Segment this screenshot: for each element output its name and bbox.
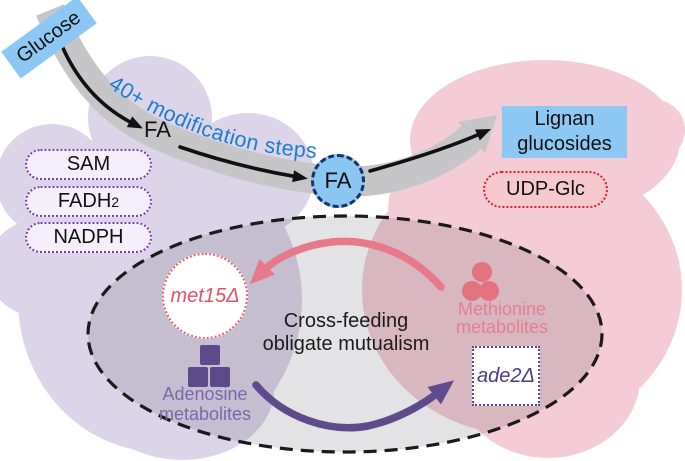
- nadph-label: NADPH: [53, 226, 124, 248]
- cofactor-pill-nadph: NADPH: [25, 222, 152, 253]
- adenosine-label-line1: Adenosine: [162, 384, 248, 404]
- adenosine-label-line2: metabolites: [158, 404, 252, 424]
- lignan-label-line1: Lignan: [534, 108, 595, 130]
- methionine-label-line2: metabolites: [455, 317, 549, 337]
- adenosine-crossfeed-arrow: [252, 380, 455, 432]
- mutualism-title-line1: Cross-feeding: [283, 310, 409, 332]
- adenosine-metabolites-icon: [188, 345, 230, 387]
- met15-label: met15Δ: [170, 284, 240, 307]
- arrow-fa-to-fa-node: [178, 145, 308, 183]
- fadh2-label-sub: 2: [111, 193, 120, 210]
- udp-glc-pill: UDP-Glc: [483, 171, 608, 208]
- cofactor-pill-sam: SAM: [25, 149, 152, 180]
- lignan-glucosides-box: Lignan glucosides: [502, 106, 627, 158]
- fa-intermediate-label: FA: [144, 117, 171, 142]
- met15-strain-node: met15Δ: [162, 253, 248, 339]
- methionine-metabolites-label: Methionine metabolites: [441, 300, 563, 336]
- fa-node-label: FA: [324, 168, 352, 193]
- mutualism-title-line2: obligate mutualism: [262, 333, 430, 355]
- ade2-label: ade2Δ: [477, 364, 535, 387]
- methionine-metabolites-icon: [462, 262, 499, 301]
- udp-glc-label: UDP-Glc: [506, 178, 585, 200]
- sam-label: SAM: [66, 153, 111, 175]
- methionine-label-line1: Methionine: [457, 299, 547, 319]
- fa-node: FA: [311, 154, 365, 208]
- arrow-glucose-to-fa: [60, 44, 143, 129]
- mutualism-title: Cross-feeding obligate mutualism: [244, 310, 448, 356]
- arrow-fa-node-to-lignan: [368, 128, 492, 173]
- lignan-label-line2: glucosides: [517, 133, 612, 155]
- fadh2-label: FADH: [57, 190, 112, 212]
- methionine-crossfeed-arrow: [249, 237, 445, 291]
- ade2-strain-node: ade2Δ: [472, 346, 540, 406]
- adenosine-metabolites-label: Adenosine metabolites: [144, 384, 266, 424]
